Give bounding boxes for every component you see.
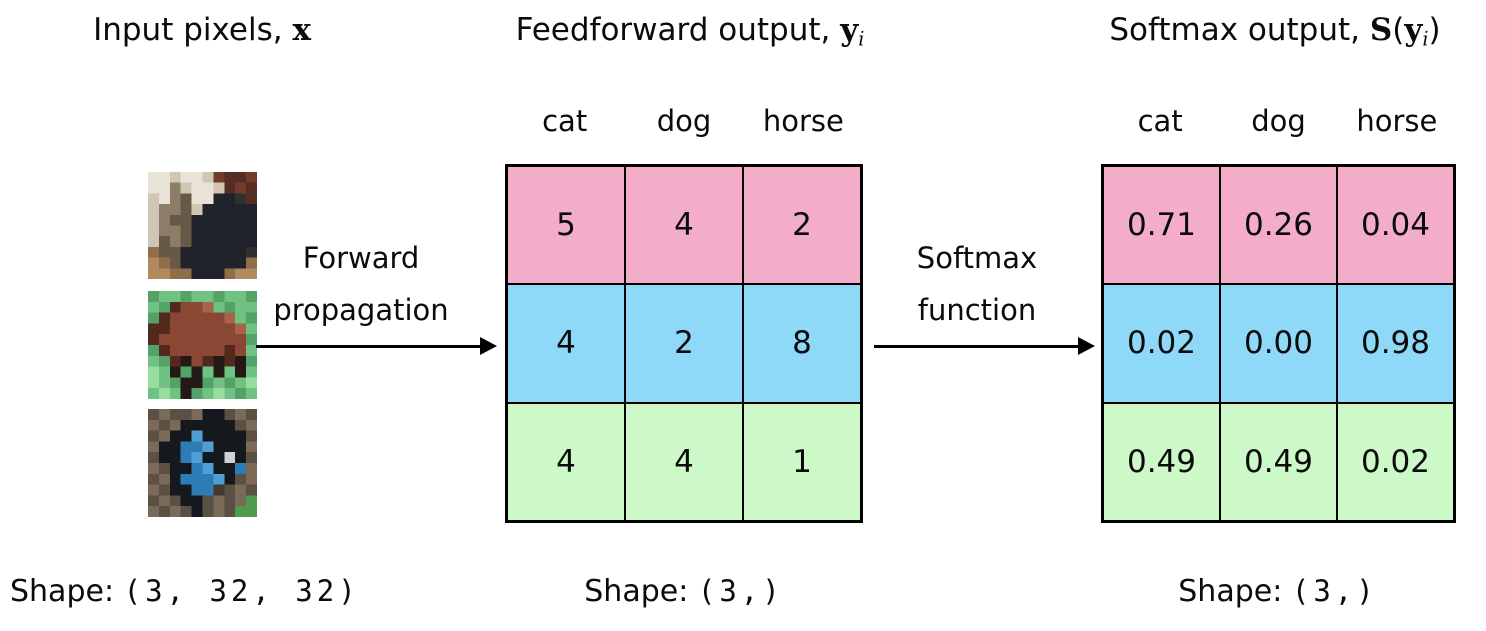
softmax-function-arrow	[874, 345, 1080, 348]
softmax-cell-dog-row2: 0.00	[1221, 285, 1336, 402]
softmax-shape-word: Shape:	[1178, 574, 1283, 609]
softmax-shape-label: Shape: (3,)	[1128, 574, 1428, 609]
softmax-cell-cat-row3: 0.49	[1104, 403, 1219, 520]
feedforward-cell-horse-row3: 1	[744, 403, 860, 520]
softmax-title-math-s: S	[1369, 12, 1393, 48]
feedforward-column-headers: cat dog horse	[505, 104, 863, 138]
feedforward-cell-dog-row3: 4	[626, 403, 742, 520]
forward-propagation-label: Forward propagation	[252, 232, 470, 336]
forward-propagation-label-line2: propagation	[273, 293, 449, 327]
softmax-col-horse: horse	[1356, 104, 1438, 138]
feedforward-cell-cat-row3: 4	[508, 403, 624, 520]
feedforward-cell-cat-row1: 5	[508, 167, 624, 284]
softmax-cell-cat-row2: 0.02	[1104, 285, 1219, 402]
horse-photo	[148, 291, 257, 399]
softmax-title-math-y: y	[1404, 12, 1423, 48]
softmax-cell-cat-row1: 0.71	[1104, 167, 1219, 284]
input-shape-label: Shape: (3, 32, 32)	[10, 574, 360, 609]
softmax-title: Softmax output, S(yi)	[1060, 12, 1486, 50]
feedforward-shape-label: Shape: (3,)	[534, 574, 834, 609]
feedforward-cell-horse-row2: 8	[744, 285, 860, 402]
feedforward-cell-horse-row1: 2	[744, 167, 860, 284]
input-title-math-x: x	[292, 12, 311, 48]
softmax-table: 0.71 0.26 0.04 0.02 0.00 0.98 0.49 0.49 …	[1101, 164, 1456, 523]
forward-propagation-arrow	[256, 345, 482, 348]
softmax-function-label: Softmax function	[872, 232, 1082, 336]
softmax-function-label-line2: function	[917, 293, 1037, 327]
softmax-col-dog: dog	[1251, 104, 1306, 138]
input-title: Input pixels, x	[27, 12, 377, 48]
softmax-cell-dog-row3: 0.49	[1221, 403, 1336, 520]
feedforward-col-dog: dog	[656, 104, 712, 138]
softmax-function-arrowhead-icon	[1078, 337, 1095, 355]
input-shape-word: Shape:	[10, 574, 115, 609]
softmax-title-text: Softmax output,	[1109, 12, 1361, 48]
feedforward-shape-word: Shape:	[584, 574, 689, 609]
forward-propagation-arrowhead-icon	[480, 337, 497, 355]
softmax-cell-horse-row1: 0.04	[1338, 167, 1453, 284]
forward-propagation-label-line1: Forward	[302, 241, 420, 275]
input-shape-tuple: (3, 32, 32)	[123, 574, 360, 608]
feedforward-cell-dog-row1: 4	[626, 167, 742, 284]
softmax-col-cat: cat	[1137, 104, 1183, 138]
softmax-shape-tuple: (3,)	[1291, 574, 1378, 608]
feedforward-cell-cat-row2: 4	[508, 285, 624, 402]
feedforward-shape-tuple: (3,)	[697, 574, 784, 608]
softmax-cell-horse-row2: 0.98	[1338, 285, 1453, 402]
feedforward-title-text: Feedforward output,	[515, 12, 831, 48]
dog-photo	[148, 409, 257, 517]
feedforward-title-sub-i: i	[858, 27, 865, 51]
feedforward-title: Feedforward output, yi	[480, 12, 900, 50]
softmax-title-sub-i: i	[1422, 27, 1429, 51]
feedforward-col-horse: horse	[762, 104, 844, 138]
feedforward-col-cat: cat	[542, 104, 588, 138]
feedforward-title-math-y: y	[840, 12, 859, 48]
softmax-title-paren-close: )	[1428, 12, 1441, 48]
feedforward-cell-dog-row2: 2	[626, 285, 742, 402]
feedforward-table: 5 4 2 4 2 8 4 4 1	[505, 164, 863, 523]
softmax-cell-horse-row3: 0.02	[1338, 403, 1453, 520]
softmax-function-label-line1: Softmax	[916, 241, 1038, 275]
softmax-cell-dog-row1: 0.26	[1221, 167, 1336, 284]
input-title-text: Input pixels,	[93, 12, 283, 48]
softmax-title-paren-open: (	[1392, 12, 1405, 48]
softmax-column-headers: cat dog horse	[1101, 104, 1456, 138]
cat-photo	[148, 172, 257, 279]
